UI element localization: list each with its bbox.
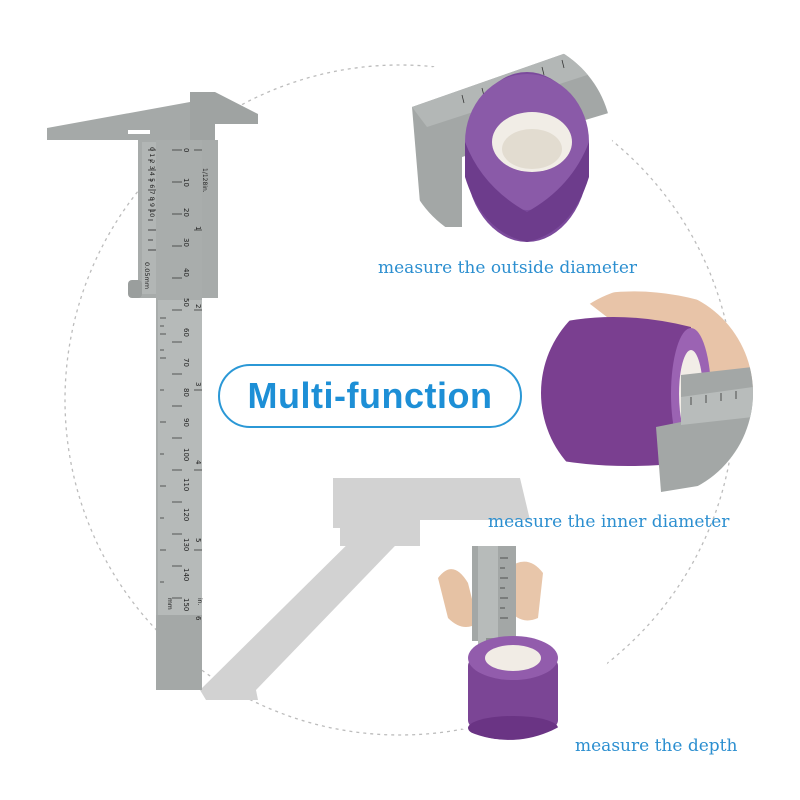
main-scale-number: 80	[182, 388, 190, 397]
main-scale-number: 40	[182, 268, 190, 277]
photo-inner-diameter	[541, 287, 753, 499]
main-scale-number: 110	[182, 478, 190, 491]
inch-scale-number: 3	[194, 382, 202, 386]
vernier-scale-label: 0 1 2 3 4 5 6 7 8 9 10	[148, 147, 156, 217]
main-scale-number: 140	[182, 568, 190, 581]
main-scale-ticks	[160, 149, 202, 599]
main-scale-number: 90	[182, 418, 190, 427]
photo-outside-diameter	[402, 37, 612, 247]
main-scale-number: 20	[182, 208, 190, 217]
inch-scale-number: 6	[194, 616, 202, 621]
inch-scale-number: 5	[194, 538, 202, 542]
main-scale-number: 150	[182, 598, 190, 611]
main-scale-number: 120	[182, 508, 190, 521]
vernier-unit-label: 0.05mm	[143, 262, 151, 289]
main-scale-number: 50	[182, 298, 190, 307]
main-scale-numbers: 0 10 20 30 40 50 60 70 80 90 100 110 120 130 140 150	[182, 148, 190, 611]
main-scale-number: 10	[182, 178, 190, 187]
inch-scale-numbers: 1 2 3 4 5 6	[194, 226, 202, 621]
inch-scale-number: 2	[194, 304, 202, 308]
main-scale-number: 0	[182, 148, 190, 152]
caliper: 0 1 2 3 4 5 6 7 8 9 10 0.05mm 1/128in. 0…	[47, 92, 258, 690]
page-title: Multi-function	[247, 375, 493, 416]
photo-depth	[408, 538, 610, 740]
main-scale-number: 60	[182, 328, 190, 337]
unit-in-label: in.	[196, 598, 203, 605]
main-scale-number: 100	[182, 448, 190, 461]
caption-depth: measure the depth	[575, 736, 738, 756]
inner-diameter-illustration	[541, 287, 753, 499]
outside-diameter-illustration	[412, 37, 612, 242]
title-badge: Multi-function	[218, 364, 522, 428]
caption-outside-diameter: measure the outside diameter	[378, 258, 638, 278]
inch-scale-number: 1	[194, 226, 202, 230]
caliper-shadow	[200, 478, 530, 700]
main-scale-number: 130	[182, 538, 190, 551]
main-scale-number: 30	[182, 238, 190, 247]
unit-mm-label: mm	[166, 598, 173, 610]
inch-scale-label: 1/128in.	[201, 168, 208, 193]
caption-inner-diameter: measure the inner diameter	[488, 512, 730, 532]
inch-scale-number: 4	[194, 460, 202, 465]
vernier-ticks	[148, 149, 156, 251]
main-scale-number: 70	[182, 358, 190, 367]
depth-illustration	[408, 538, 610, 740]
